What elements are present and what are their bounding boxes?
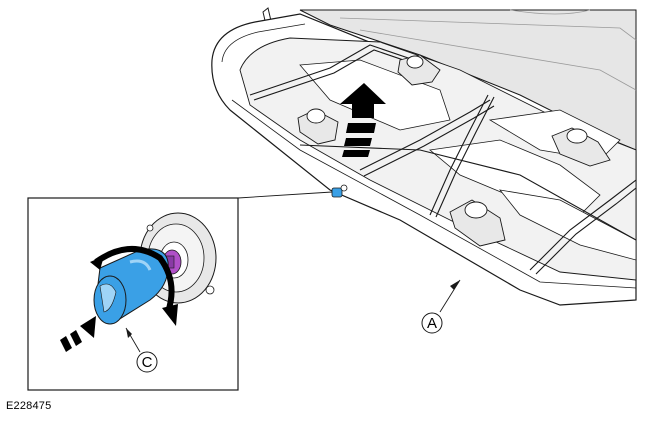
- callout-a: A: [421, 279, 461, 334]
- callout-c-label: C: [142, 354, 153, 371]
- mounting-knob: [397, 54, 441, 86]
- callout-c: C: [125, 327, 158, 373]
- mounting-knob: [297, 108, 339, 145]
- lock-cylinder: [93, 248, 169, 325]
- figure-id: E228475: [6, 400, 52, 412]
- rotate-arrow: [90, 245, 178, 326]
- mounting-knob: [551, 127, 611, 167]
- lock-location-marker: [331, 184, 348, 198]
- inset-leader-line: [237, 191, 333, 199]
- push-arrow: [60, 316, 96, 352]
- callout-a-label: A: [427, 315, 437, 332]
- lock-detail-inset: C: [27, 197, 239, 391]
- mounting-knob: [449, 199, 506, 247]
- lift-direction-arrow: [340, 83, 386, 157]
- tie-down-straps: [249, 44, 637, 275]
